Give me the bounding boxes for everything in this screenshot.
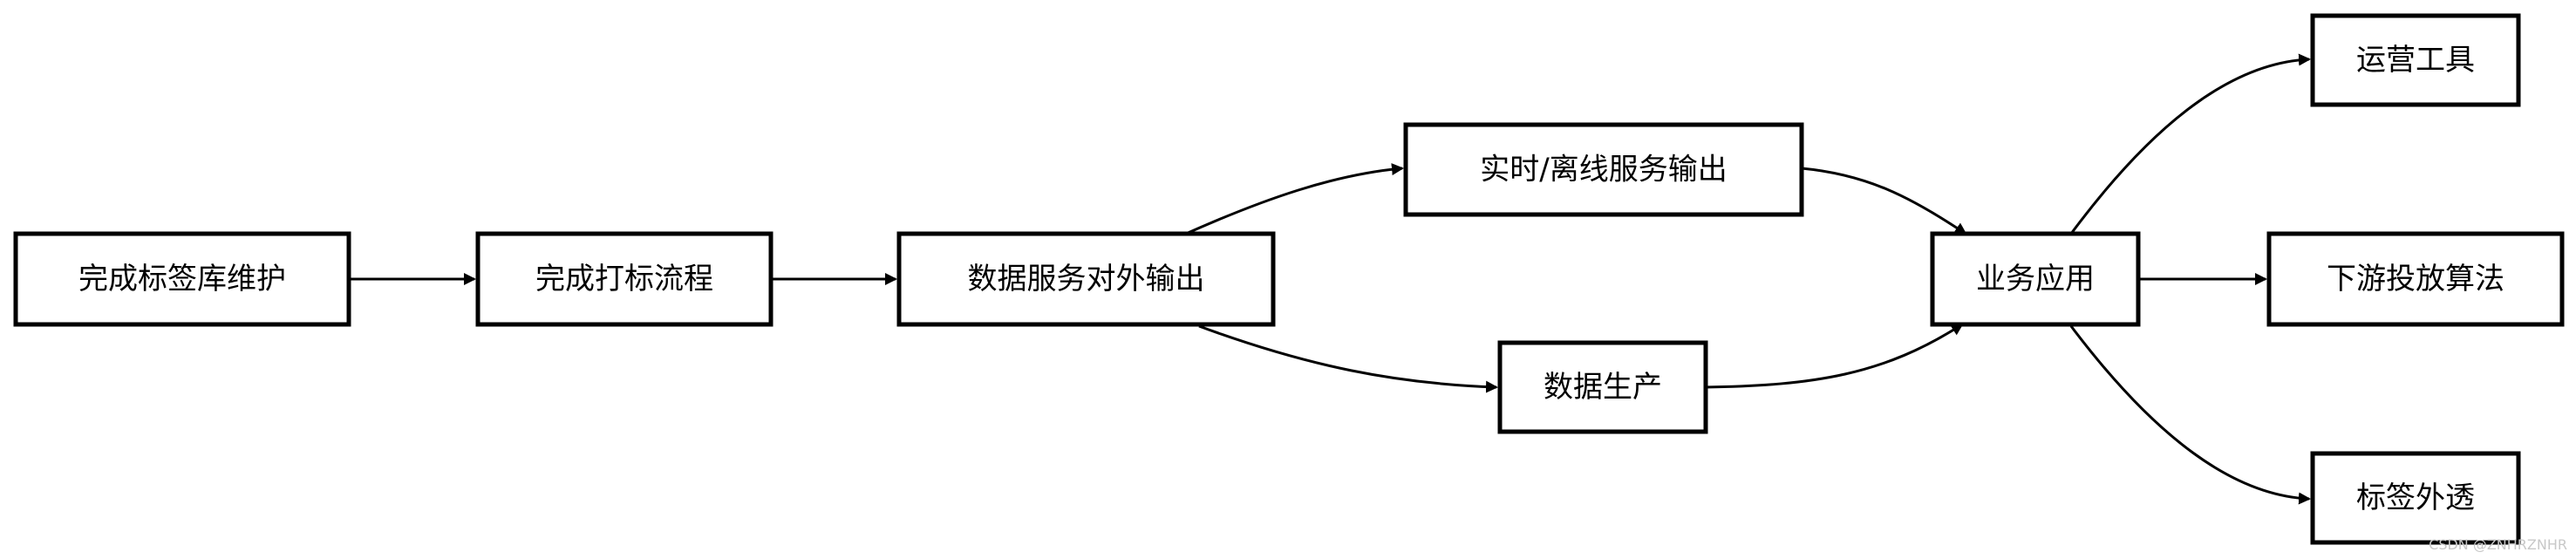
edges (349, 53, 2311, 505)
edge-n3-n4 (1185, 163, 1404, 235)
edge-n6-n9 (2069, 325, 2311, 505)
node-n9: 标签外透 (2310, 451, 2521, 545)
node-n6: 业务应用 (1930, 231, 2141, 327)
edge-n3-n5 (1198, 324, 1498, 393)
node-n5: 数据生产 (1497, 340, 1708, 434)
node-n2-label: 完成打标流程 (535, 262, 713, 297)
node-n3-label: 数据服务对外输出 (968, 262, 1205, 297)
edge-n4-n6 (1801, 167, 1967, 235)
node-n4-label: 实时/离线服务输出 (1480, 153, 1727, 187)
node-n7: 运营工具 (2310, 13, 2521, 107)
node-n6-label: 业务应用 (1976, 262, 2095, 297)
node-n9-label: 标签外透 (2356, 481, 2475, 515)
node-n4: 实时/离线服务输出 (1403, 122, 1804, 217)
node-n2: 完成打标流程 (475, 231, 773, 327)
node-n3: 数据服务对外输出 (896, 231, 1276, 327)
node-n8-label: 下游投放算法 (2327, 262, 2504, 297)
node-n8: 下游投放算法 (2266, 231, 2565, 327)
node-n1: 完成标签库维护 (13, 231, 351, 327)
node-n7-label: 运营工具 (2356, 43, 2475, 78)
edge-n6-n7 (2069, 53, 2311, 235)
edge-n5-n6 (1705, 323, 1964, 389)
node-n1-label: 完成标签库维护 (78, 262, 286, 297)
watermark: CSDN @ZNHRZNHR (2429, 536, 2567, 553)
node-n5-label: 数据生产 (1544, 370, 1662, 405)
